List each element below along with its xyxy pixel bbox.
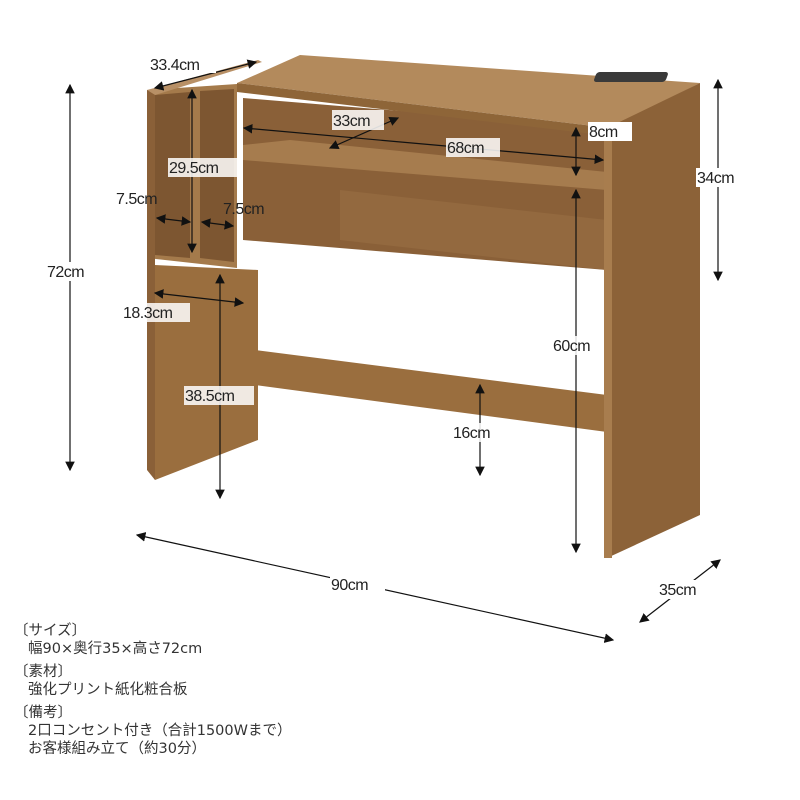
label-shelf-depth: 33.4cm [150, 57, 200, 74]
label-compartment-left: 7.5cm [116, 191, 157, 208]
label-knee-height: 60cm [553, 338, 590, 355]
power-outlet [594, 72, 668, 82]
label-side-width: 18.3cm [123, 305, 173, 322]
right-side-panel [607, 83, 700, 558]
spec-value-assembly: お客様組み立て（約30分） [28, 741, 206, 757]
spec-list: 〔サイズ〕 幅90×奥行35×高さ72cm 〔素材〕 強化プリント紙化粧合板 〔… [14, 622, 291, 758]
label-side-height: 29.5cm [169, 160, 219, 177]
spec-heading-size: 〔サイズ〕 [14, 623, 87, 639]
spec-value-size: 幅90×奥行35×高さ72cm [28, 641, 203, 657]
label-top-height: 34cm [697, 170, 734, 187]
spec-value-outlet: 2口コンセント付き（合計1500Wまで） [28, 723, 292, 739]
spec-heading-notes: 〔備考〕 [14, 705, 72, 721]
label-width: 90cm [331, 577, 368, 594]
label-inner-depth: 33cm [333, 113, 370, 130]
label-shelf-gap: 8cm [589, 124, 618, 141]
label-depth: 35cm [659, 582, 696, 599]
desk-top [237, 55, 700, 128]
label-compartment-right: 7.5cm [223, 201, 264, 218]
spec-value-material: 強化プリント紙化粧合板 [28, 682, 188, 698]
label-stretcher-height: 16cm [453, 425, 490, 442]
label-side-low-height: 38.5cm [185, 388, 235, 405]
label-total-height: 72cm [47, 264, 84, 281]
label-inner-width: 68cm [447, 140, 484, 157]
spec-heading-material: 〔素材〕 [14, 664, 72, 680]
stretcher [255, 350, 607, 432]
left-leg-panel [155, 265, 258, 480]
dimension-labels: 33.4cm 33cm 68cm 8cm 29.5cm 7.5cm 7.5cm … [46, 53, 748, 599]
